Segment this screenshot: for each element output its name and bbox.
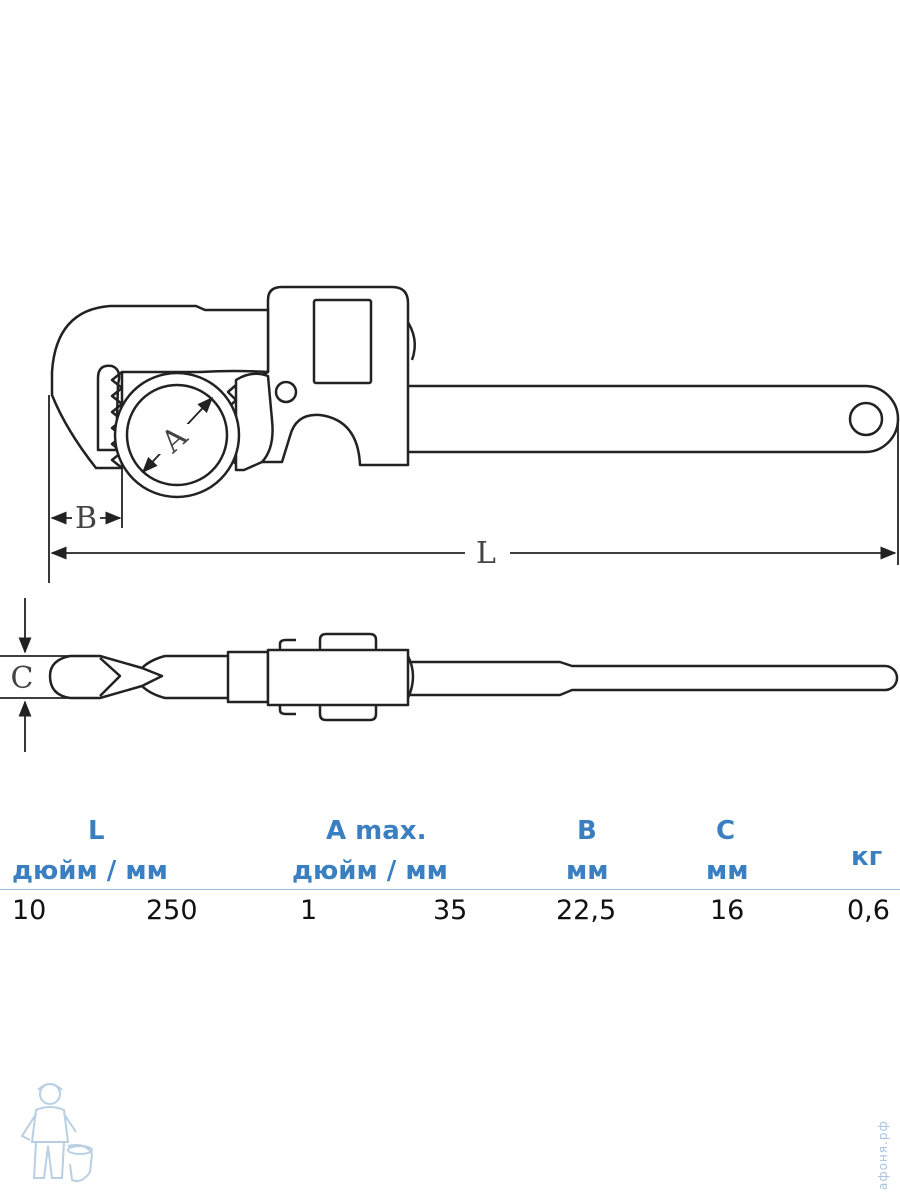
header-B: B [577, 816, 597, 846]
header-B-units: мм [566, 856, 609, 886]
top-view-sleeve [226, 650, 270, 704]
housing-rivet [274, 380, 298, 404]
movable-jaw [234, 372, 274, 472]
header-L: L [88, 816, 105, 846]
dimension-label-C: C [11, 661, 34, 696]
header-C-units: мм [706, 856, 749, 886]
housing-window [312, 298, 373, 385]
header-L-units: дюйм / мм [12, 856, 168, 886]
header-weight-units: кг [851, 842, 883, 872]
plumber-mascot-icon [20, 1083, 94, 1182]
cell-C-mm: 16 [710, 895, 745, 926]
dimension-label-L: L [476, 536, 496, 571]
cell-weight-kg: 0,6 [847, 895, 890, 926]
dimension-A: A [141, 396, 214, 474]
cell-L-inch: 10 [12, 895, 47, 926]
header-A-max: A max. [326, 816, 427, 846]
table-divider [0, 889, 900, 890]
cell-A-mm: 35 [433, 895, 468, 926]
header-C: C [716, 816, 736, 846]
wrench-handle [403, 384, 900, 454]
handle-hang-hole [848, 401, 884, 437]
top-view-handle [403, 660, 899, 697]
cell-B-mm: 22,5 [556, 895, 617, 926]
site-watermark: афоня.рф [876, 1120, 890, 1190]
dimension-B [48, 395, 123, 583]
wrench-side-view [50, 285, 900, 499]
top-view-housing [266, 648, 410, 707]
header-A-units: дюйм / мм [292, 856, 448, 886]
wrench-top-view [48, 632, 899, 722]
top-view-nut [318, 632, 378, 722]
dimension-C [0, 598, 70, 752]
cell-A-inch: 1 [300, 895, 318, 926]
cell-L-mm: 250 [146, 895, 198, 926]
dimension-label-B: B [75, 501, 97, 536]
dimension-L [50, 420, 899, 565]
pipe-wrench-drawing: A B L C [0, 285, 900, 752]
